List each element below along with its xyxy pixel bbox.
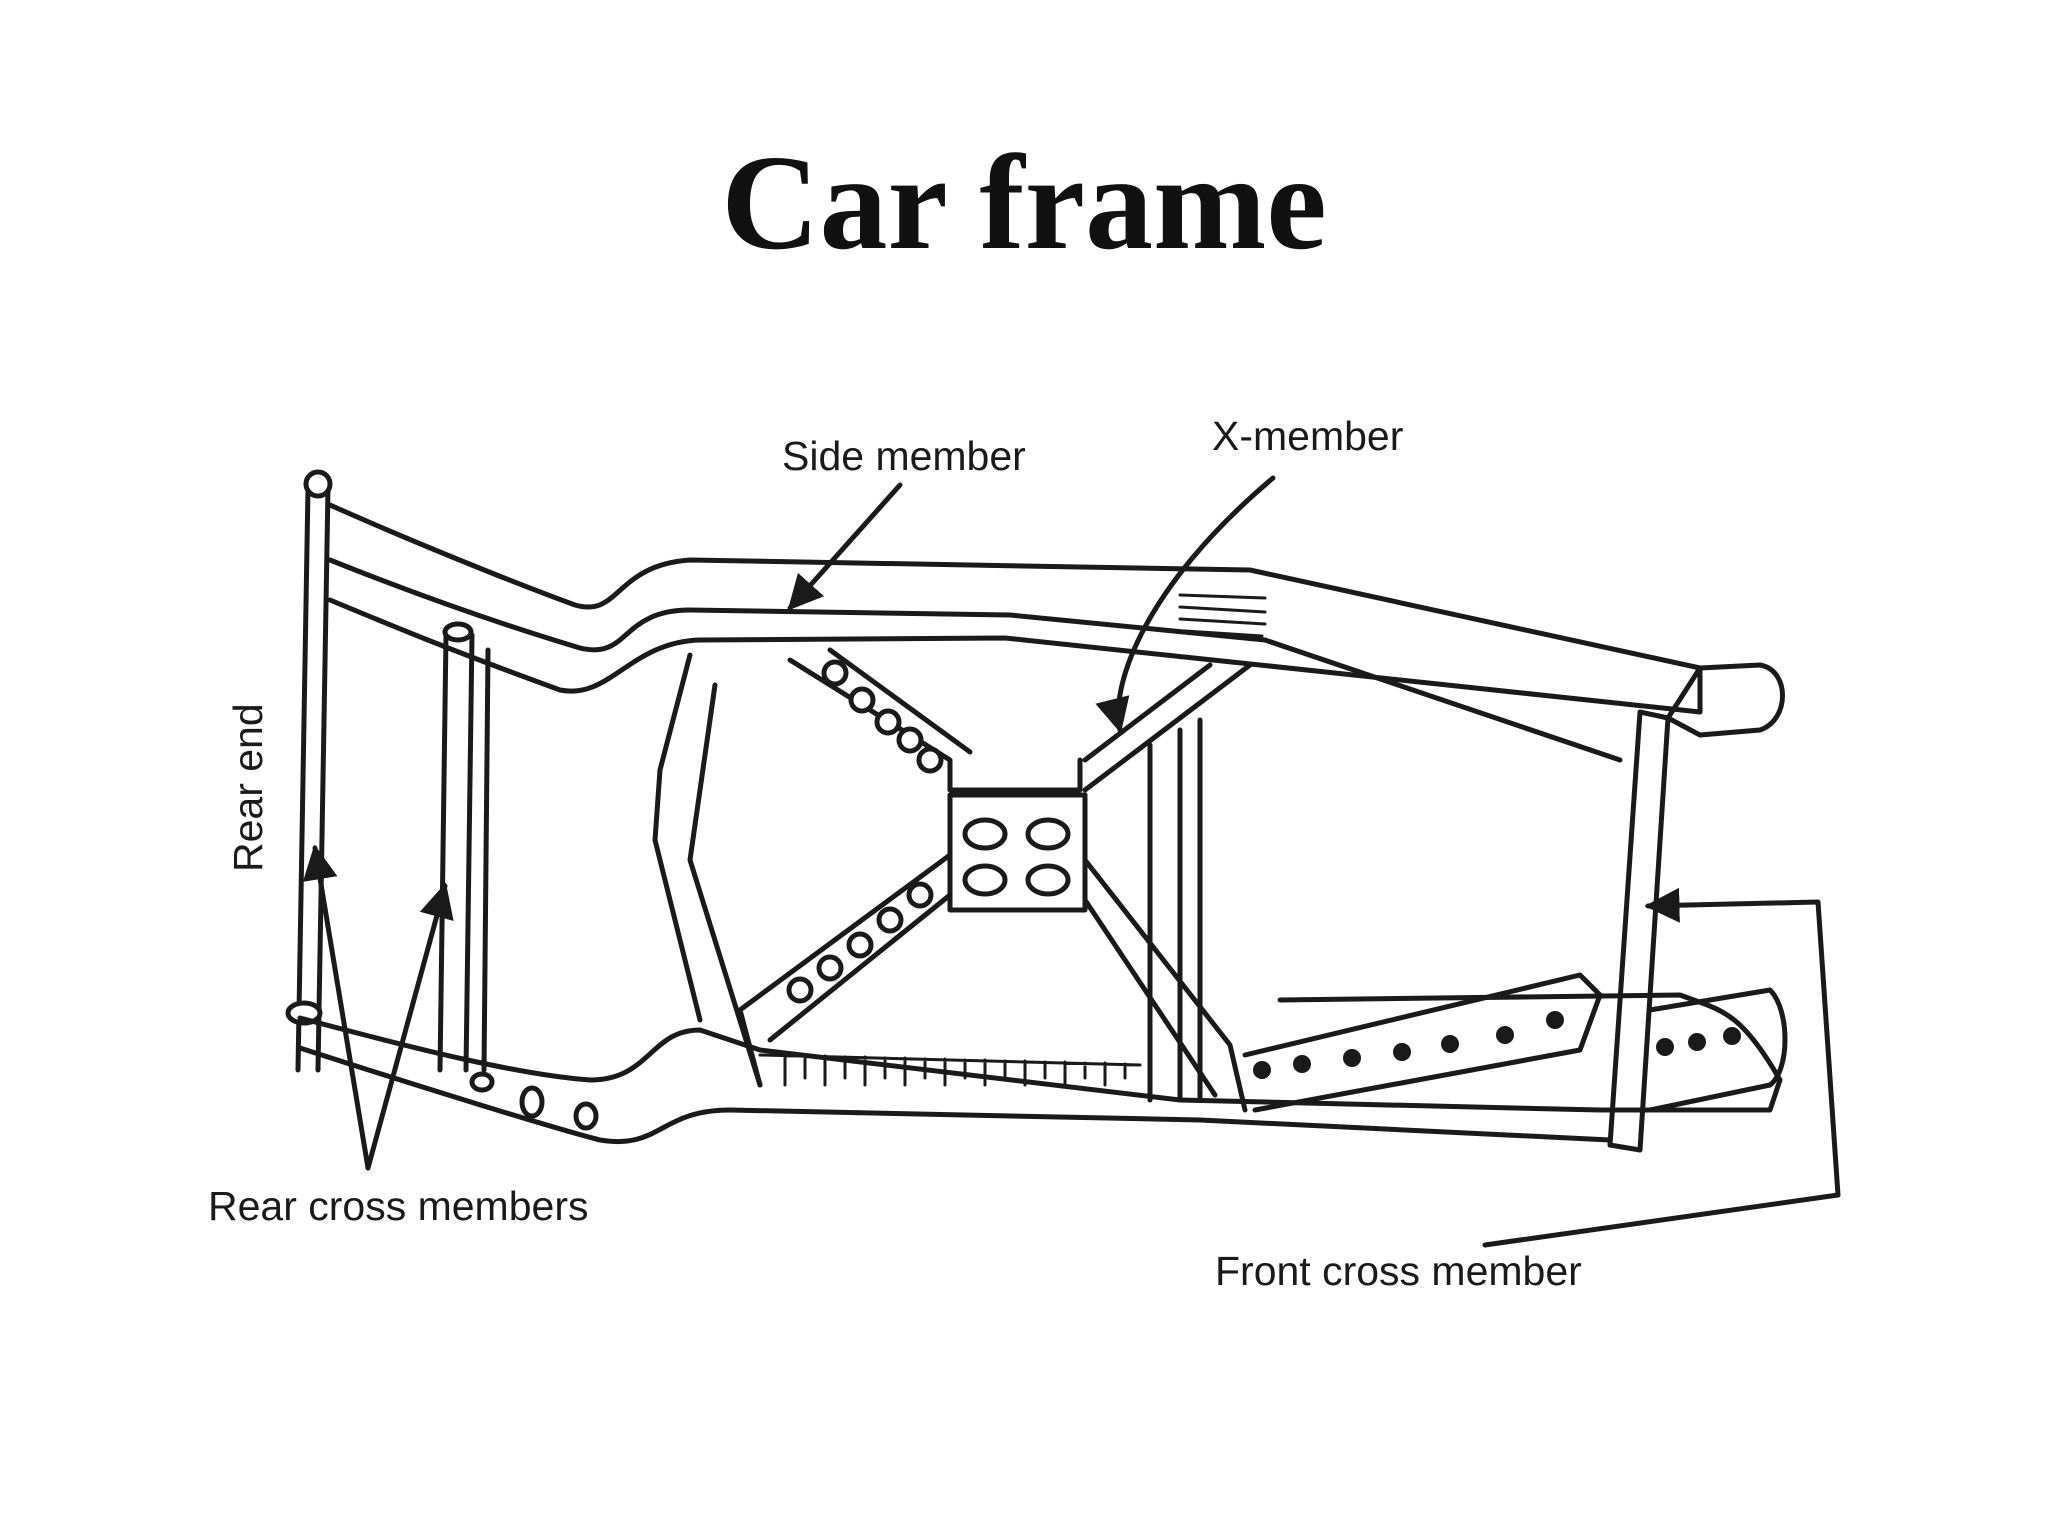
front-horn	[1665, 662, 1785, 738]
x-member-holes-upper	[821, 659, 944, 774]
rear-cross-member-2	[437, 632, 491, 1073]
front-cross-member	[1607, 709, 1671, 1153]
side-member-label: Side member	[782, 433, 1026, 479]
label-rear-cross-members: Rear cross members	[208, 844, 588, 1229]
label-front-cross-member: Front cross member	[1215, 887, 1841, 1294]
ruler-ticks	[758, 1053, 1142, 1087]
x-member-arm-lower-left	[737, 852, 953, 1088]
rear-cross-members-label: Rear cross members	[208, 1183, 588, 1229]
upper-side-member	[327, 502, 1703, 715]
x-member-arm-upper-right	[1082, 662, 1253, 793]
x-member-center-plate	[947, 792, 1088, 913]
label-rear-end: Rear end	[225, 703, 271, 872]
front-gusset-holes	[1253, 1011, 1564, 1079]
front-cross-member-leader	[1482, 887, 1841, 1248]
frame-drawing	[285, 469, 1788, 1153]
rear-cross-member-leader-1	[302, 844, 371, 1171]
front-cross-member-label: Front cross member	[1215, 1248, 1582, 1294]
slide-title: Car frame	[721, 128, 1327, 278]
label-x-member: X-member	[1095, 413, 1403, 734]
x-member-arm-lower-right	[1082, 857, 1248, 1113]
rear-end-post	[295, 485, 331, 1073]
rear-cross-member-leader-2	[365, 882, 454, 1171]
rear-end-label: Rear end	[225, 703, 271, 872]
label-side-member: Side member	[782, 433, 1026, 611]
x-member-leader	[1095, 475, 1276, 734]
rear-gusset	[469, 1071, 599, 1131]
x-member-label: X-member	[1212, 413, 1403, 459]
side-member-leader	[787, 482, 903, 611]
lower-side-member	[297, 992, 1783, 1144]
x-member-holes-lower	[786, 881, 934, 1004]
front-gusset	[1242, 972, 1603, 1113]
